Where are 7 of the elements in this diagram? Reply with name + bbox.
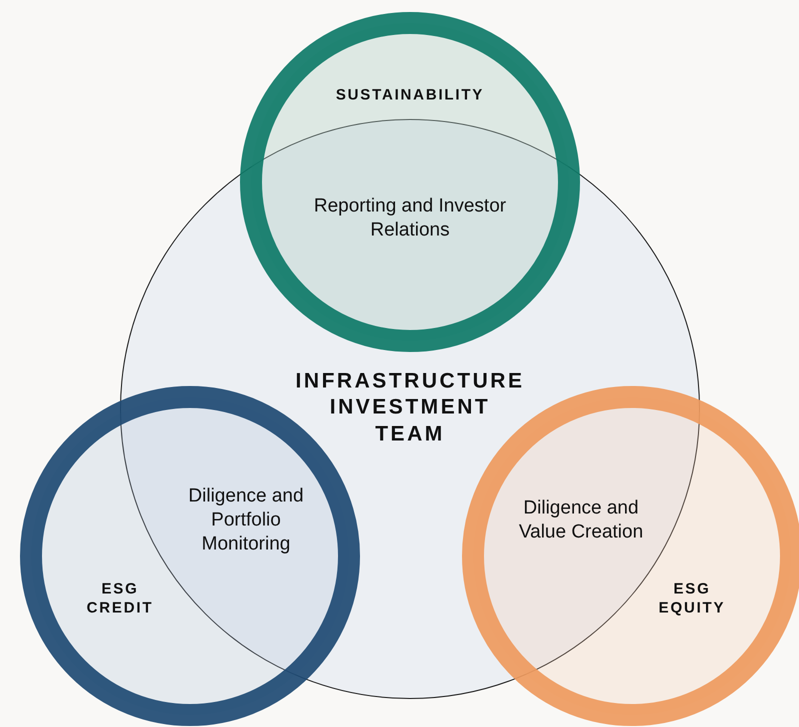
- circle-heading: ESG CREDIT: [86, 580, 154, 618]
- circle-heading: SUSTAINABILITY: [334, 86, 486, 106]
- circle-heading: INFRASTRUCTURE INVESTMENT TEAM: [294, 368, 526, 448]
- circle-heading: ESG EQUITY: [658, 580, 726, 618]
- overlap-label: Diligence and Portfolio Monitoring: [187, 484, 305, 556]
- overlap-label: Reporting and Investor Relations: [312, 194, 508, 242]
- overlap-label: Diligence and Value Creation: [518, 496, 644, 544]
